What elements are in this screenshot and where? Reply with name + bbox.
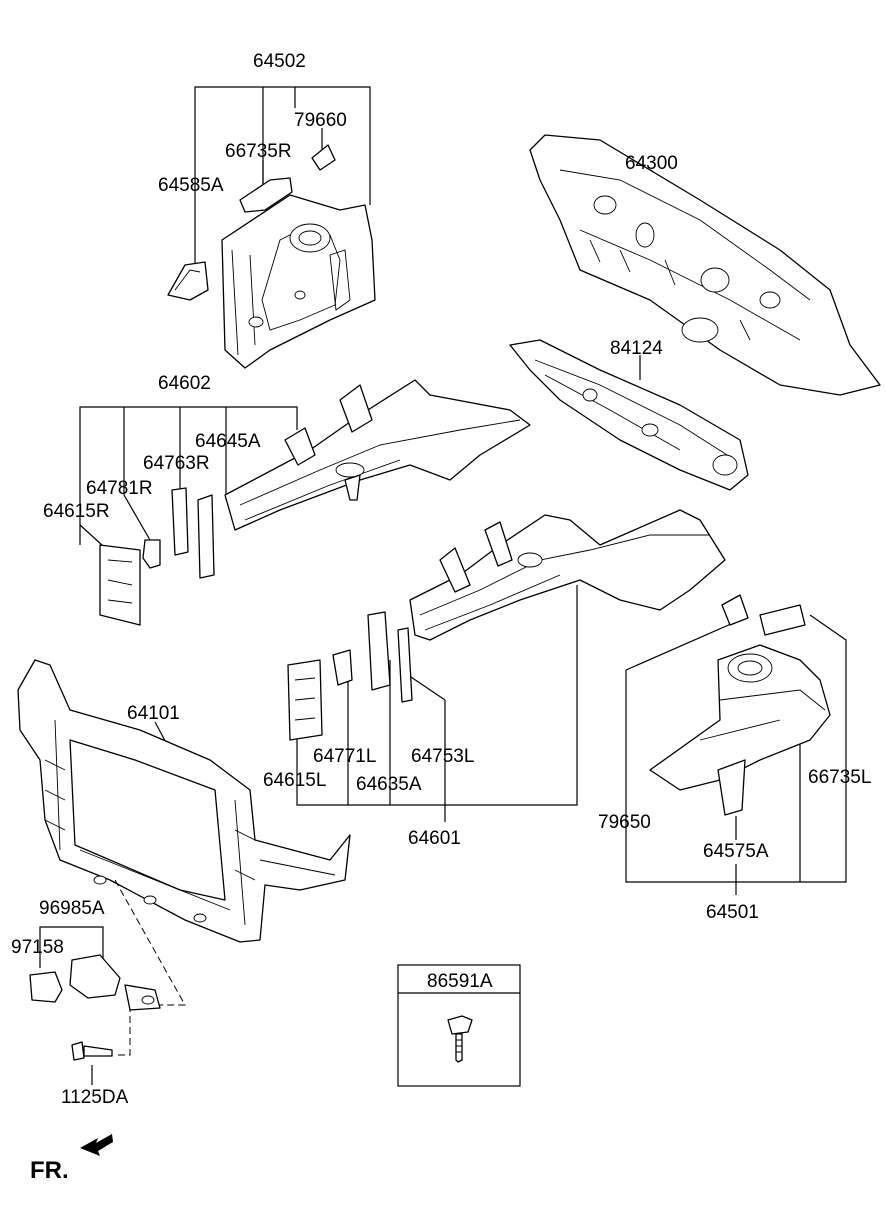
label-64635A: 64635A	[356, 774, 422, 795]
label-66735R: 66735R	[225, 141, 292, 162]
label-64771L: 64771L	[313, 746, 376, 767]
label-64501: 64501	[706, 902, 759, 923]
label-86591A: 86591A	[427, 971, 493, 992]
label-64101: 64101	[127, 703, 180, 724]
label-64615R: 64615R	[43, 501, 110, 522]
label-79650: 79650	[598, 812, 651, 833]
label-96985A: 96985A	[39, 898, 105, 919]
front-label: FR.	[30, 1157, 69, 1184]
label-64575A: 64575A	[703, 841, 769, 862]
label-64602: 64602	[158, 373, 211, 394]
assembly-64101	[17, 659, 351, 943]
label-64615L: 64615L	[263, 770, 326, 791]
label-64502: 64502	[253, 51, 306, 72]
assembly-64602	[79, 379, 531, 626]
label-64601: 64601	[408, 828, 461, 849]
assembly-84124	[509, 339, 749, 491]
label-64585A: 64585A	[158, 175, 224, 196]
label-97158: 97158	[11, 937, 64, 958]
front-direction-indicator: FR.	[30, 1134, 113, 1184]
label-1125DA: 1125DA	[61, 1087, 129, 1108]
assembly-64501	[625, 594, 847, 895]
front-arrow-icon	[80, 1134, 113, 1156]
label-84124: 84124	[610, 338, 663, 359]
assembly-64601	[287, 509, 726, 822]
assembly-64300	[529, 134, 881, 396]
assembly-64502	[167, 86, 376, 369]
assembly-hood-latch	[29, 879, 186, 1085]
label-66735L: 66735L	[808, 767, 871, 788]
label-64763R: 64763R	[143, 453, 210, 474]
label-64645A: 64645A	[195, 431, 261, 452]
label-79660: 79660	[294, 110, 347, 131]
label-64300: 64300	[625, 153, 678, 174]
label-64781R: 64781R	[86, 478, 153, 499]
part-box-86591A	[397, 964, 521, 1087]
label-64753L: 64753L	[411, 746, 474, 767]
